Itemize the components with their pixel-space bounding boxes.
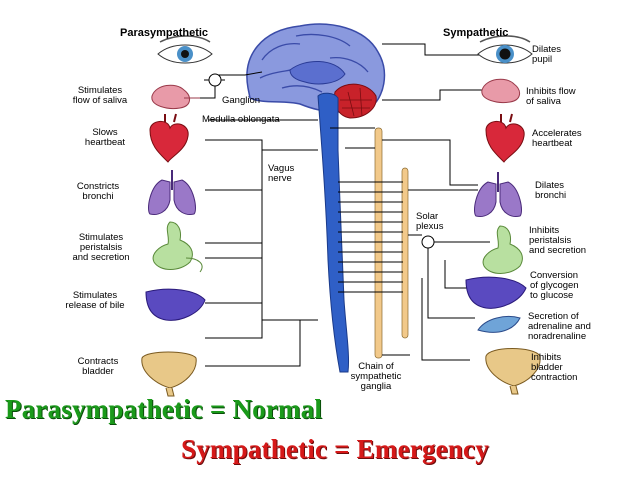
liver-right: [465, 276, 527, 309]
eye-right: [477, 35, 533, 64]
salivary-gland-right: [481, 78, 520, 103]
left-label-heartbeat: Slows heartbeat: [84, 127, 126, 148]
bladder-left: [141, 351, 197, 397]
left-label-bronchi: Constricts bronchi: [76, 181, 120, 202]
left-label-bile: Stimulates release of bile: [65, 290, 125, 311]
parasympathetic-caption: Parasympathetic = Normal: [5, 394, 323, 424]
ganglion-label: Ganglion: [222, 95, 261, 106]
right-label-bronchi: Dilates bronchi: [535, 180, 567, 201]
vagus-label: Vagus nerve: [268, 163, 295, 184]
sympathetic-nerves: [330, 43, 490, 361]
right-label-heartbeat: Accelerates heartbeat: [532, 128, 582, 149]
sympathetic-header: Sympathetic: [443, 27, 509, 39]
parasympathetic-header: Parasympathetic: [120, 27, 209, 39]
spinal-cord: [317, 92, 350, 373]
right-label-peristalsis: Inhibits peristalsis and secretion: [529, 225, 587, 256]
stomach-right: [482, 225, 523, 274]
eye-left: [157, 35, 213, 64]
right-label-bladder: Inhibits bladder contraction: [531, 352, 578, 383]
left-label-bladder: Contracts bladder: [77, 356, 119, 377]
liver-left: [145, 288, 206, 321]
medulla-label: Medulla oblongata: [202, 114, 280, 125]
sympathetic-chain: [374, 127, 409, 359]
right-label-pupil: Dilates pupil: [532, 44, 562, 65]
solar-plexus-label: Solar plexus: [416, 211, 444, 232]
sympathetic-caption: Sympathetic = Emergency: [181, 434, 489, 464]
parasympathetic-nerves: [200, 71, 318, 367]
right-label-glycogen: Conversion of glycogen to glucose: [530, 270, 579, 301]
chain-label: Chain of sympathetic ganglia: [350, 361, 402, 392]
left-label-peristalsis: Stimulates peristalsis and secretion: [72, 232, 130, 263]
heart-left: [149, 113, 189, 163]
lungs-right: [474, 172, 522, 217]
right-label-adrenaline: Secretion of adrenaline and noradrenalin…: [528, 311, 591, 342]
adrenal-gland: [477, 316, 521, 333]
lungs-left: [148, 170, 196, 215]
heart-right: [485, 113, 525, 163]
right-label-saliva: Inhibits flow of saliva: [526, 86, 576, 107]
bladder-right: [485, 348, 541, 395]
left-label-saliva: Stimulates flow of saliva: [72, 85, 128, 106]
ganglion-marker: [208, 73, 222, 87]
brain: [246, 23, 386, 119]
salivary-gland-left: [151, 84, 200, 109]
stomach-left: [152, 221, 203, 273]
